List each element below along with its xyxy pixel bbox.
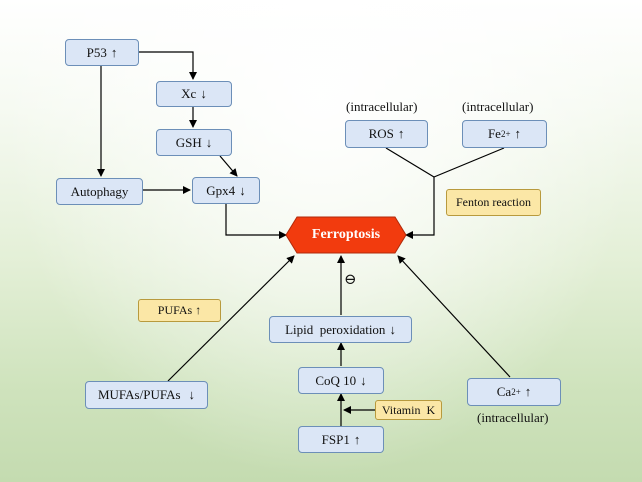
node-autophagy: Autophagy [56,178,143,205]
node-p53: P53↑ [65,39,139,66]
note-vitamin-k: Vitamin K [375,400,442,420]
node-ferroptosis-text: Ferroptosis [311,227,381,242]
node-ca-charge: 2+ [511,387,521,397]
note-pufas-text: PUFAs ↑ [157,303,202,317]
node-gsh: GSH↓ [156,129,232,156]
edge-ca-ferroptosis [397,255,511,378]
up-arrow-icon: ↑ [514,126,522,141]
node-mufas-pufas: MUFAs/PUFAs ↓ [85,381,208,409]
down-arrow-icon: ↓ [389,321,396,337]
edge-gsh-gpx4 [219,155,238,177]
edge-mufas-ferroptosis [167,255,295,382]
fe-location-label: (intracellular) [462,99,534,114]
note-vitk-text: Vitamin K [381,402,436,417]
edge-fe-fork [433,147,505,178]
node-fe-charge: 2+ [500,129,511,139]
edge-gpx4-ferroptosis [225,204,287,239]
node-ros-text: ROS [368,126,394,141]
edge-p53-xc [139,51,197,80]
down-arrow-icon: ↓ [188,387,196,402]
node-gpx4: Gpx4↓ [192,177,260,204]
node-coq10: CoQ 10↓ [298,367,384,394]
up-arrow-icon: ↑ [353,431,361,447]
up-arrow-icon: ↑ [397,126,405,141]
node-gsh-text: GSH [175,134,202,150]
node-coq10-text: CoQ 10 [315,372,357,388]
ca-location-label: (intracellular) [477,410,549,425]
down-arrow-icon: ↓ [239,182,246,198]
node-lipid-peroxidation: Lipid peroxidation↓ [269,316,412,343]
down-arrow-icon: ↓ [205,134,213,150]
node-fsp1-text: FSP1 [321,431,350,447]
node-lipid-text: Lipid peroxidation [285,321,386,337]
up-arrow-icon: ↑ [110,44,118,60]
node-gpx4-text: Gpx4 [206,182,236,198]
up-arrow-icon: ↑ [524,384,532,399]
node-fsp1: FSP1↑ [298,426,384,453]
edge-ros-fork [385,147,435,178]
edge-fork-ferroptosis [405,177,435,239]
ros-location-label: (intracellular) [346,99,418,114]
node-mufas-text: MUFAs/PUFAs [97,387,181,402]
node-ferroptosis: Ferroptosis [285,216,407,254]
node-xc-text: Xc [181,86,197,101]
node-ca-text: Ca [496,384,512,399]
down-arrow-icon: ↓ [360,372,367,388]
down-arrow-icon: ↓ [200,86,207,101]
node-ros: ROS↑ [345,120,428,148]
note-fenton-text: Fenton reaction [456,195,531,209]
inhibit-symbol: ⊖ [344,272,357,288]
node-fe-text: Fe [487,126,501,141]
node-autophagy-text: Autophagy [70,183,129,199]
node-xc: Xc↓ [156,81,232,107]
note-pufas: PUFAs ↑ [138,299,221,322]
note-fenton-reaction: Fenton reaction [446,189,541,216]
ferroptosis-hexagon [285,216,407,254]
node-p53-text: P53 [86,44,107,60]
